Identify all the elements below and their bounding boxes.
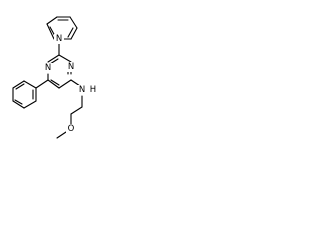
pyridine-ring [46,16,78,40]
bond [12,80,25,89]
bond [46,16,58,25]
pyrimidine-nitrogen-label: N [45,63,51,73]
amine-hydrogen-label: H [90,85,96,95]
chemical-structure: N N N N H O [12,16,98,139]
double-bond [14,99,23,105]
bond [69,16,78,29]
bond [23,80,37,89]
double-bond [50,79,60,86]
bond [56,131,67,139]
pyridine-nitrogen-label: N [56,34,62,44]
bond [47,79,60,89]
bond [23,100,37,109]
bond [35,79,49,89]
amine-nitrogen-label: N [79,85,85,95]
bond [70,27,78,40]
bond [12,100,25,109]
bond [58,79,72,89]
ether-oxygen-label: O [68,124,75,134]
bond [70,106,83,115]
phenyl-ring [12,80,37,109]
atom-labels: N N N N H O [43,34,98,134]
double-bond [15,83,25,90]
bond [46,23,55,40]
pyrimidine-ring [47,54,72,89]
bond [47,54,60,63]
methoxyethyl-chain [56,95,83,139]
bond [58,54,72,63]
double-bond [67,27,74,38]
pyrimidine-nitrogen-label: N [68,62,74,72]
